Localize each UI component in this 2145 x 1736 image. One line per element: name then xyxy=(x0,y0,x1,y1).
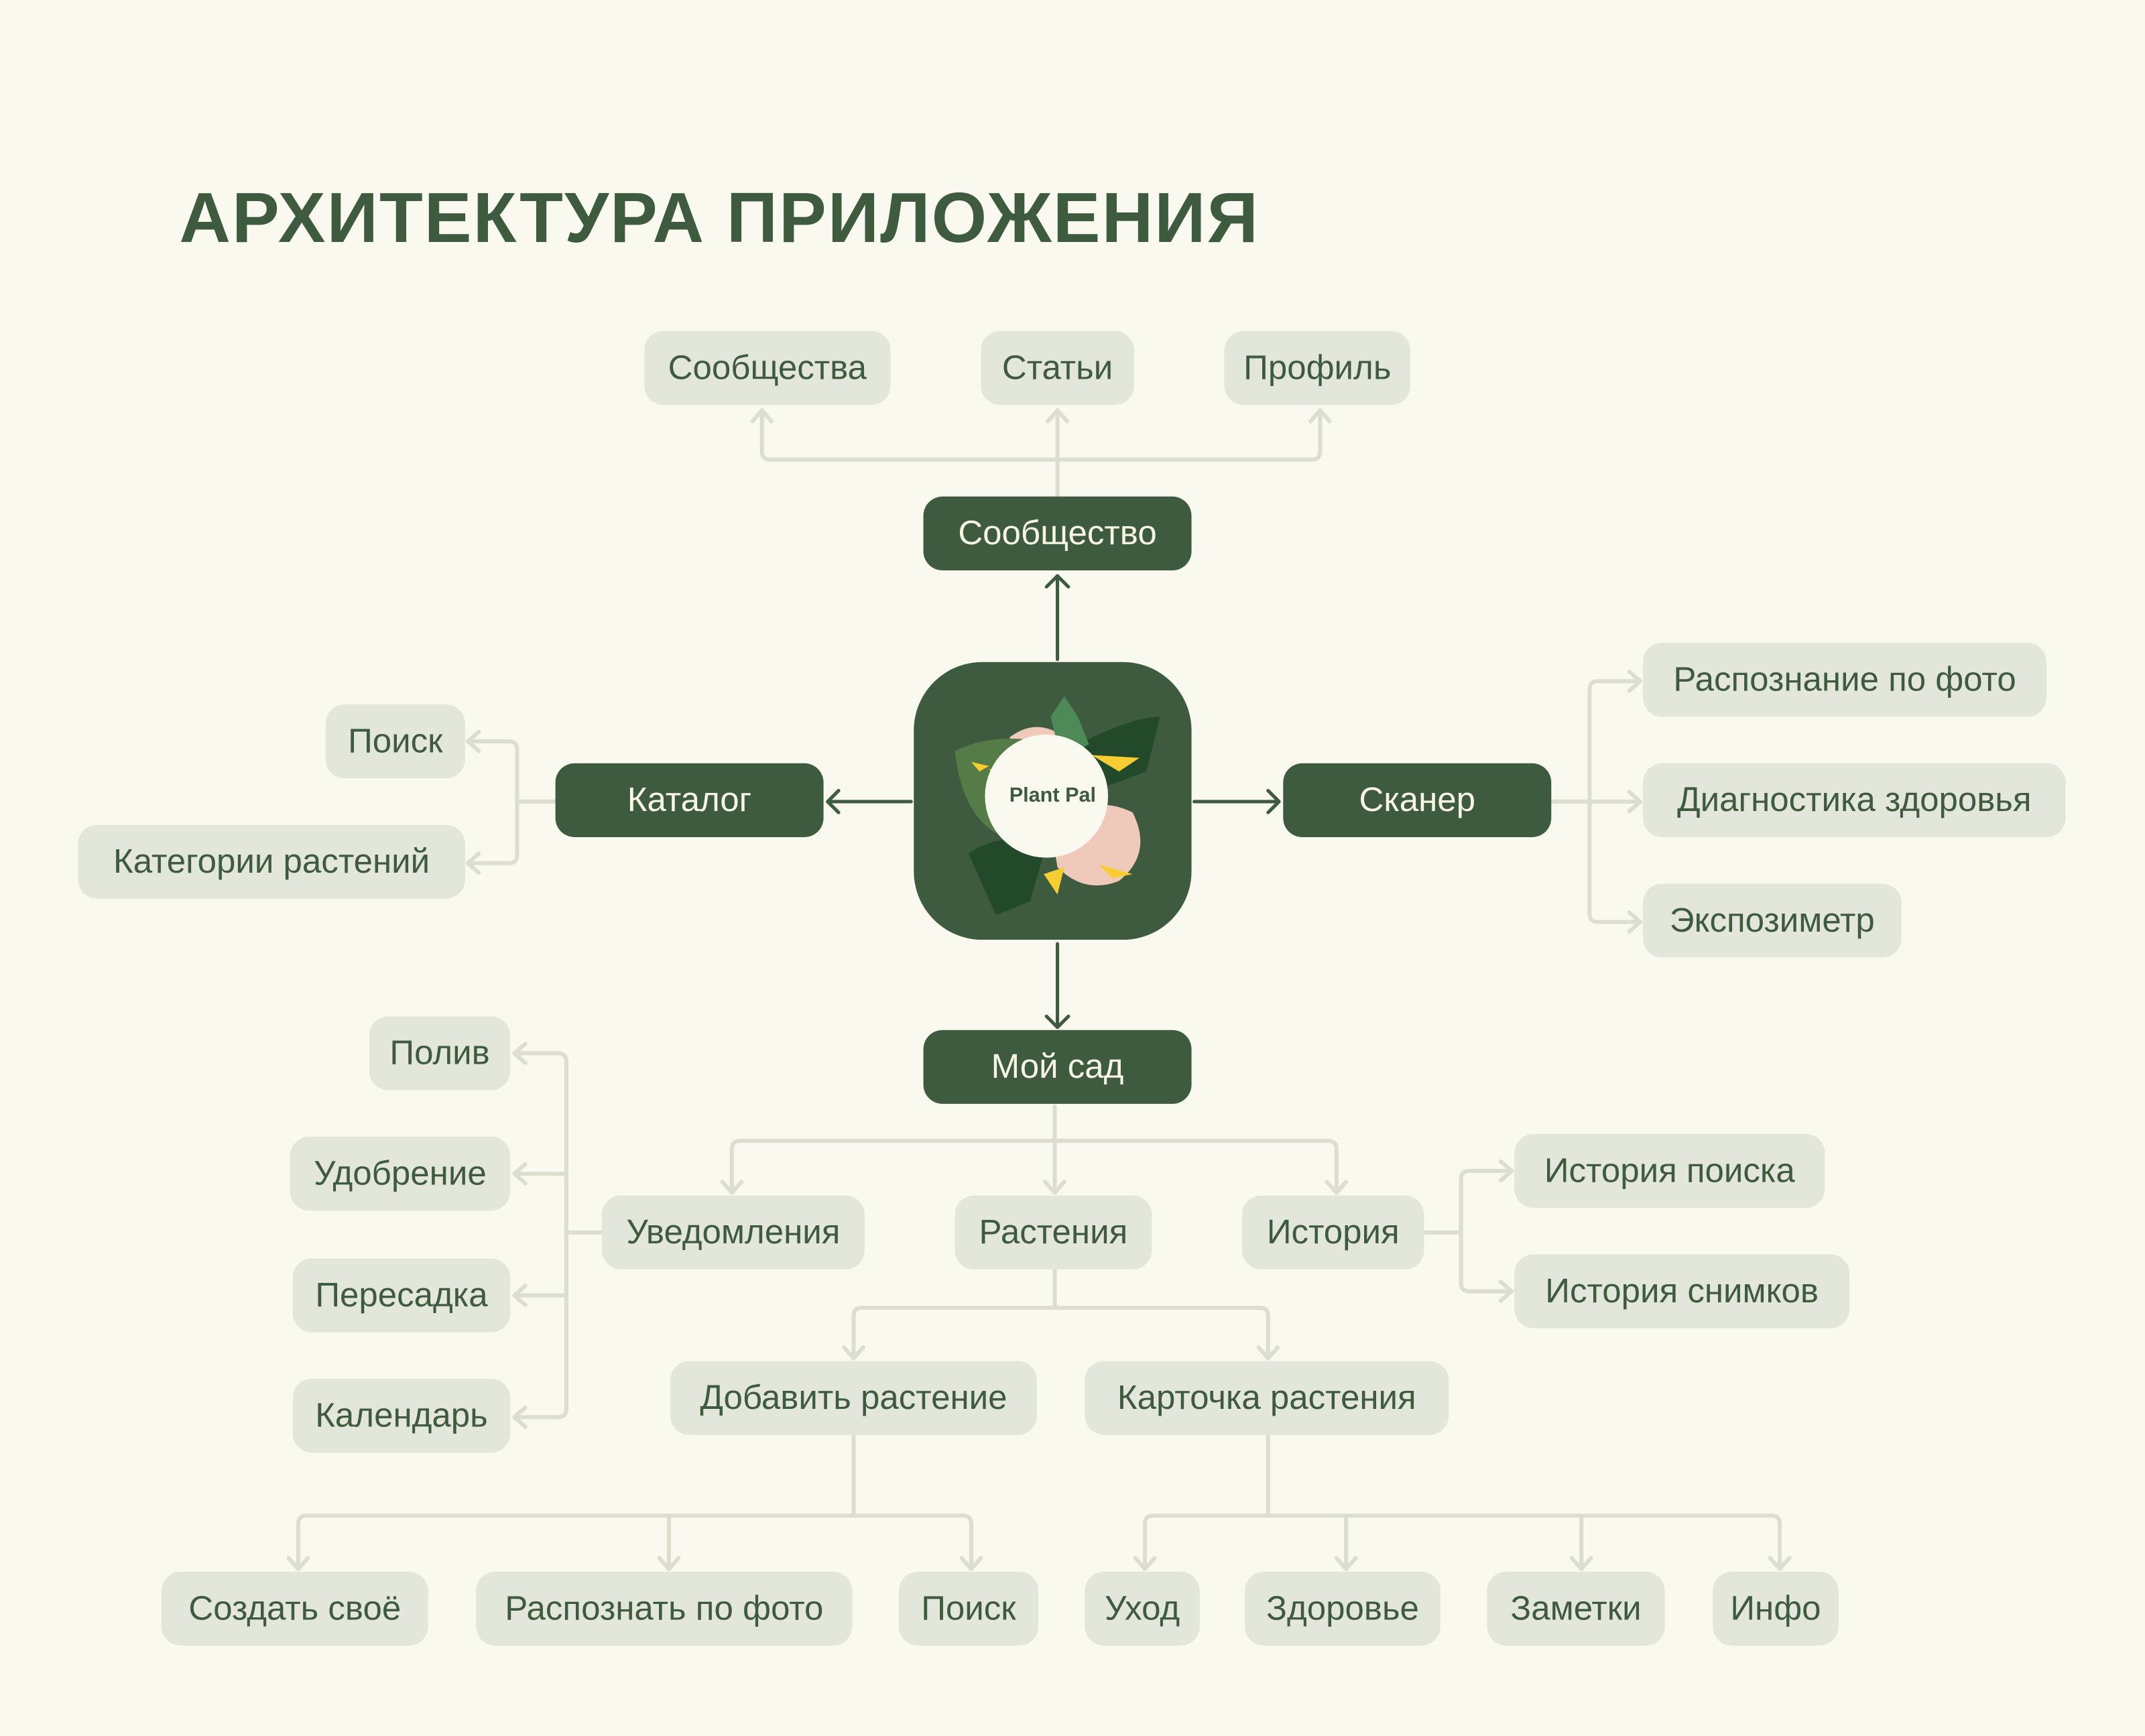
node-add-plant[interactable]: Добавить растение xyxy=(670,1361,1037,1435)
logo-text: Plant Pal xyxy=(1009,784,1097,808)
node-add-search[interactable]: Поиск xyxy=(898,1571,1038,1646)
node-notes[interactable]: Заметки xyxy=(1487,1571,1665,1646)
node-watering[interactable]: Полив xyxy=(369,1016,511,1091)
node-scanner[interactable]: Сканер xyxy=(1283,763,1552,837)
node-articles[interactable]: Статьи xyxy=(981,330,1134,406)
node-care[interactable]: Уход xyxy=(1085,1571,1200,1646)
node-catalog-search[interactable]: Поиск xyxy=(325,704,465,779)
light-connectors xyxy=(286,408,1792,1571)
node-my-garden[interactable]: Мой сад xyxy=(923,1030,1192,1104)
node-light-meter[interactable]: Экспозиметр xyxy=(1643,883,1902,958)
leaves-illustration-icon xyxy=(955,696,1160,916)
node-health-diagnostics[interactable]: Диагностика здоровья xyxy=(1643,763,2066,837)
node-communities[interactable]: Сообщества xyxy=(644,330,891,406)
node-health[interactable]: Здоровье xyxy=(1245,1571,1441,1646)
node-fertilizing[interactable]: Удобрение xyxy=(290,1136,511,1211)
main-arrows xyxy=(826,574,1281,1030)
node-snapshot-history[interactable]: История снимков xyxy=(1514,1254,1850,1328)
node-create-own[interactable]: Создать своё xyxy=(161,1571,428,1646)
node-plant-categories[interactable]: Категории растений xyxy=(78,824,465,899)
app-logo[interactable]: Plant Pal xyxy=(914,662,1192,940)
node-search-history[interactable]: История поиска xyxy=(1514,1133,1825,1208)
node-notifications[interactable]: Уведомления xyxy=(601,1195,865,1269)
node-recognize-by-photo[interactable]: Распознать по фото xyxy=(476,1571,853,1646)
node-profile[interactable]: Профиль xyxy=(1224,330,1411,406)
node-photo-recognition[interactable]: Распознание по фото xyxy=(1643,643,2047,717)
node-history[interactable]: История xyxy=(1242,1195,1424,1269)
node-catalog[interactable]: Каталог xyxy=(555,763,824,837)
node-plants[interactable]: Растения xyxy=(955,1195,1152,1269)
page-title: АРХИТЕКТУРА ПРИЛОЖЕНИЯ xyxy=(179,179,1260,259)
node-calendar[interactable]: Календарь xyxy=(292,1379,511,1453)
node-info[interactable]: Инфо xyxy=(1713,1571,1839,1646)
node-community[interactable]: Сообщество xyxy=(923,496,1192,571)
node-plant-card[interactable]: Карточка растения xyxy=(1085,1361,1449,1435)
node-repotting[interactable]: Пересадка xyxy=(292,1258,511,1332)
